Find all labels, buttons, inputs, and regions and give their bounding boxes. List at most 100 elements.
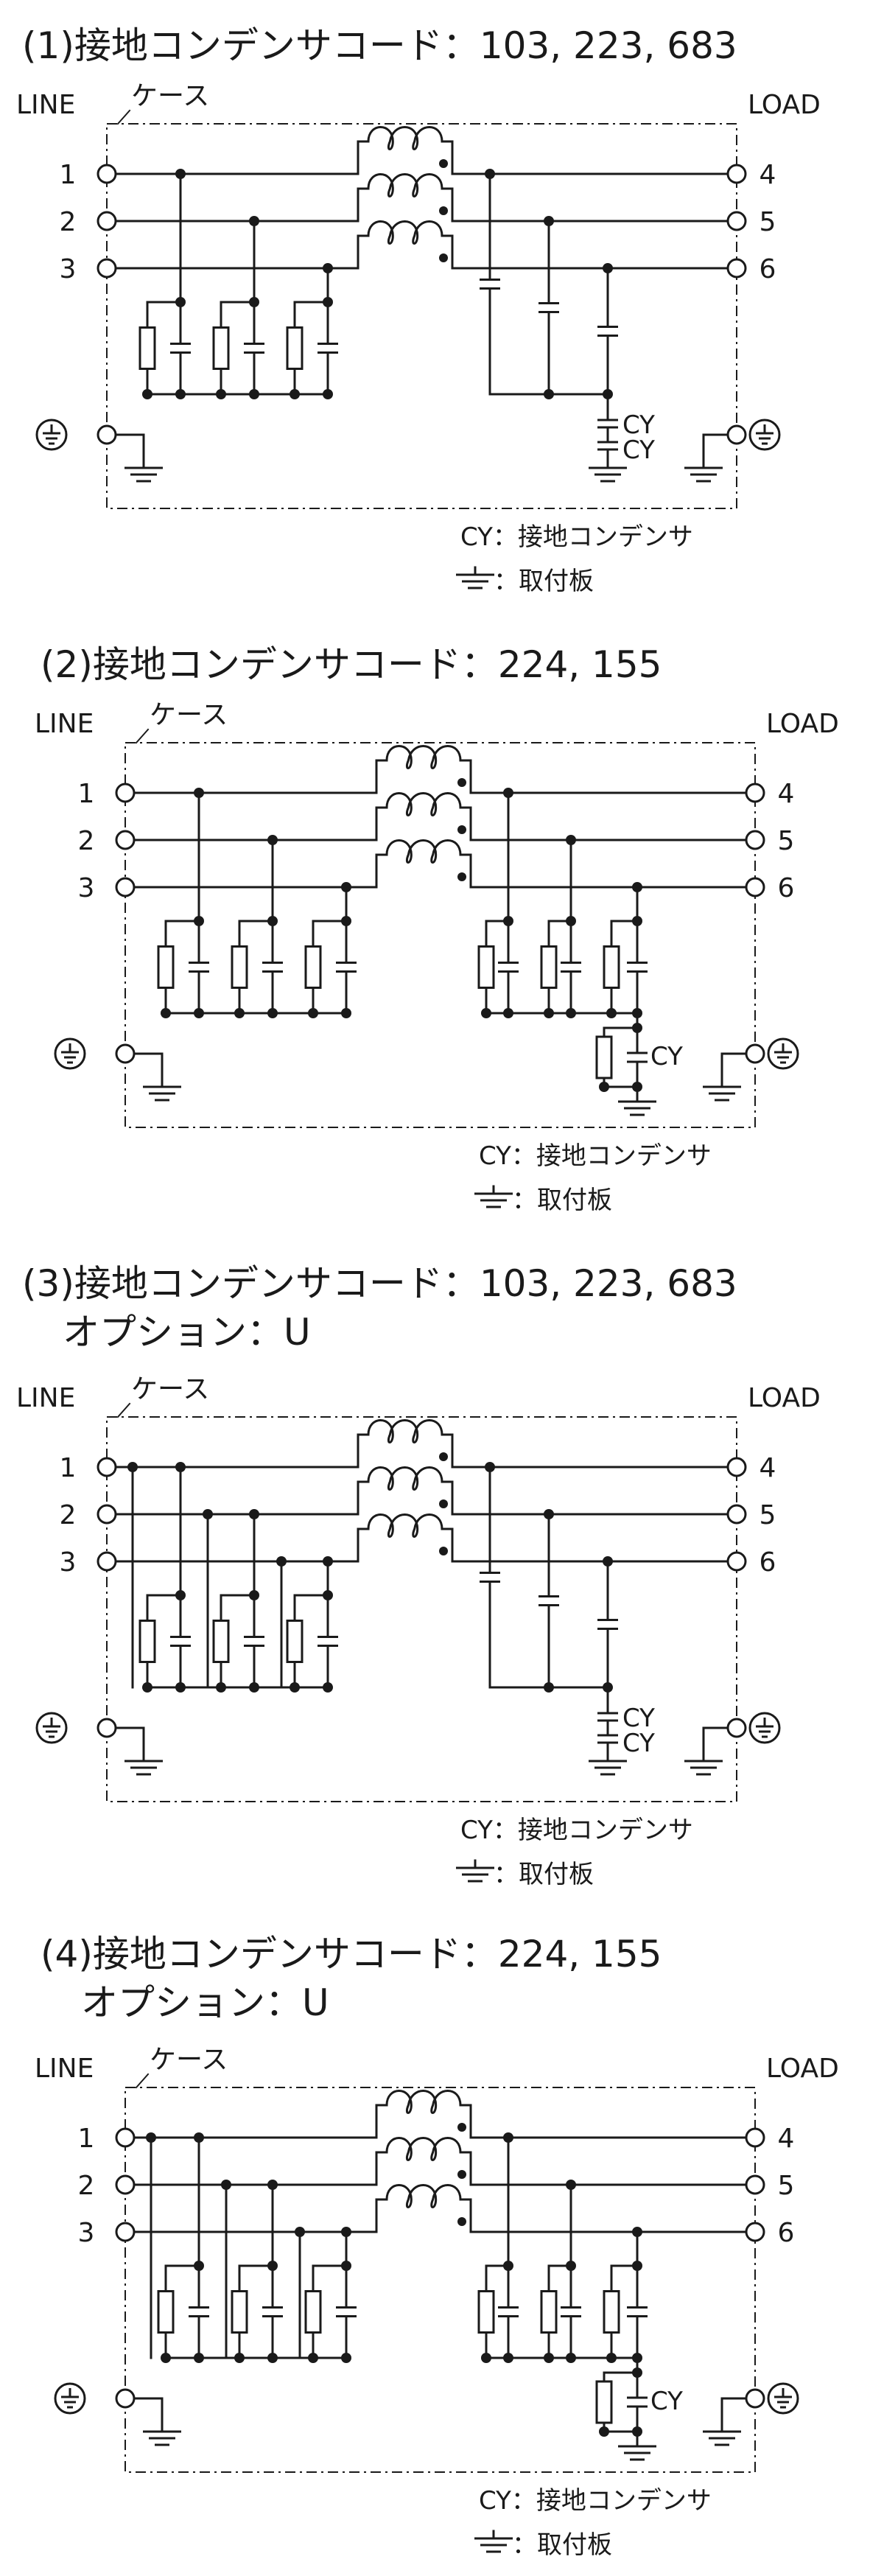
earth-ground-icon bbox=[35, 1712, 68, 1744]
resistor-icon bbox=[540, 2290, 558, 2334]
terminal-icon bbox=[726, 211, 747, 231]
terminal-icon bbox=[115, 783, 136, 803]
polarity-dot bbox=[439, 253, 448, 262]
junction-dot bbox=[323, 1590, 333, 1600]
junction-dot bbox=[234, 1008, 245, 1018]
resistor-icon bbox=[477, 945, 495, 989]
cy-label: CY bbox=[622, 410, 655, 440]
junction-dot bbox=[194, 1008, 204, 1018]
resistor-icon bbox=[286, 326, 304, 370]
earth-ground-icon bbox=[748, 419, 781, 451]
resistor-icon bbox=[304, 2290, 322, 2334]
polarity-dot bbox=[457, 2123, 466, 2132]
resistor-icon bbox=[540, 945, 558, 989]
pin-label-6: 6 bbox=[760, 1547, 776, 1578]
terminal-icon bbox=[726, 424, 747, 445]
choke-coil-icon bbox=[375, 792, 472, 840]
earth-ground-icon bbox=[35, 419, 68, 451]
resistor-icon bbox=[157, 2290, 175, 2334]
earth-ground-icon bbox=[54, 2382, 86, 2415]
resistor-icon bbox=[157, 945, 175, 989]
pin-label-4: 4 bbox=[778, 779, 795, 809]
terminal-icon bbox=[745, 2222, 765, 2242]
choke-coil-icon bbox=[357, 1466, 454, 1514]
choke-coil-icon bbox=[375, 2184, 472, 2232]
junction-dot bbox=[290, 1682, 300, 1693]
junction-dot bbox=[175, 1462, 186, 1472]
choke-coil-icon bbox=[357, 173, 454, 221]
pin-label-1: 1 bbox=[60, 1453, 77, 1483]
choke-coil-icon bbox=[375, 745, 472, 793]
junction-dot bbox=[216, 389, 226, 399]
junction-dot bbox=[161, 1008, 171, 1018]
terminal-icon bbox=[97, 1551, 117, 1572]
junction-dot bbox=[503, 2261, 513, 2271]
choke-coil-icon bbox=[375, 2137, 472, 2185]
junction-dot bbox=[276, 1556, 287, 1567]
polarity-dot bbox=[439, 1499, 448, 1508]
resistor-icon bbox=[138, 1620, 156, 1663]
terminal-icon bbox=[745, 2174, 765, 2195]
junction-dot bbox=[161, 2353, 171, 2363]
junction-dot bbox=[323, 1682, 333, 1693]
load-label: LOAD bbox=[748, 90, 821, 120]
junction-dot bbox=[566, 916, 576, 926]
diagram-1-title: (1)接地コンデンサコード：103, 223, 683 bbox=[22, 24, 737, 67]
pin-label-2: 2 bbox=[78, 826, 95, 856]
resistor-icon bbox=[477, 2290, 495, 2334]
load-label: LOAD bbox=[766, 2054, 839, 2084]
choke-coil-icon bbox=[357, 1513, 454, 1561]
choke-coil-icon bbox=[357, 220, 454, 268]
choke-coil-icon bbox=[357, 173, 454, 221]
line-label: LINE bbox=[16, 90, 75, 120]
pin-label-1: 1 bbox=[60, 160, 77, 190]
earth-ground-icon bbox=[767, 1037, 799, 1070]
cy-label: CY bbox=[622, 435, 655, 465]
junction-dot bbox=[249, 1590, 259, 1600]
pin-label-6: 6 bbox=[778, 873, 795, 903]
case-label: ケース bbox=[150, 2045, 228, 2075]
junction-dot bbox=[203, 1509, 213, 1519]
junction-dot bbox=[267, 1008, 278, 1018]
pin-label-2: 2 bbox=[60, 1500, 77, 1530]
junction-dot bbox=[323, 297, 333, 307]
junction-dot bbox=[606, 1008, 617, 1018]
terminal-icon bbox=[726, 258, 747, 279]
choke-coil-icon bbox=[375, 839, 472, 887]
junction-dot bbox=[323, 263, 333, 273]
resistor-icon bbox=[231, 945, 248, 989]
cy-label: CY bbox=[650, 2387, 683, 2416]
junction-dot bbox=[566, 1008, 576, 1018]
junction-dot bbox=[127, 1462, 138, 1472]
terminal-icon bbox=[97, 1504, 117, 1525]
resistor-icon bbox=[212, 1620, 230, 1663]
legend-cy: CY：接地コンデンサ bbox=[479, 2486, 712, 2516]
legend-plate: ：取付板 bbox=[494, 1860, 594, 1889]
junction-dot bbox=[175, 389, 186, 399]
line-label: LINE bbox=[35, 2054, 94, 2084]
junction-dot bbox=[341, 2353, 351, 2363]
terminal-icon bbox=[726, 164, 747, 184]
polarity-dot bbox=[457, 872, 466, 881]
diagram-2-title: (2)接地コンデンサコード：224, 155 bbox=[41, 643, 662, 686]
choke-coil-icon bbox=[375, 2090, 472, 2138]
pin-label-1: 1 bbox=[78, 779, 95, 809]
terminal-icon bbox=[115, 2222, 136, 2242]
pin-label-3: 3 bbox=[60, 1547, 77, 1578]
junction-dot bbox=[481, 1008, 491, 1018]
junction-dot bbox=[267, 2261, 278, 2271]
terminal-icon bbox=[745, 877, 765, 897]
diagram-4-title: (4)接地コンデンサコード：224, 155 bbox=[41, 1933, 662, 1975]
terminal-icon bbox=[97, 211, 117, 231]
polarity-dot bbox=[457, 778, 466, 787]
junction-dot bbox=[249, 1682, 259, 1693]
junction-dot bbox=[323, 1556, 333, 1567]
junction-dot bbox=[175, 297, 186, 307]
pin-label-4: 4 bbox=[760, 1453, 776, 1483]
pin-label-5: 5 bbox=[760, 207, 776, 237]
polarity-dot bbox=[457, 825, 466, 834]
